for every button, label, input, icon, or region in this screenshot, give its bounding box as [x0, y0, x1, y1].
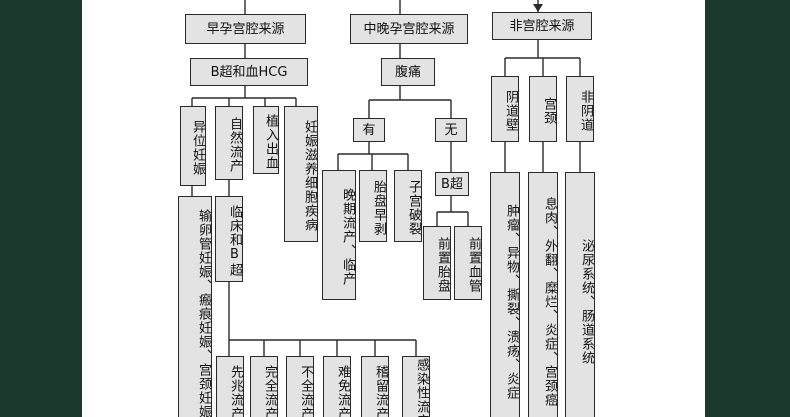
early-pregnancy-node: 早孕宫腔来源: [185, 14, 306, 44]
non-uterine-node: 非宫腔来源: [492, 12, 592, 40]
yes-node: 有: [353, 118, 385, 142]
clinical-b-node: 临床和B超: [215, 196, 243, 282]
flowchart-board: 早孕宫腔来源 中晚孕宫腔来源 非宫腔来源 B超和血HCG 腹痛 异位妊娠 自然流…: [82, 0, 705, 417]
missed-abortion-node: 稽留流产: [361, 356, 389, 417]
implant-bleeding-node: 植入出血: [253, 106, 279, 174]
vaginal-causes-node: 肿瘤、异物、撕裂、溃疡、炎症: [490, 172, 520, 417]
ectopic-node: 异位妊娠: [180, 106, 206, 186]
no-node: 无: [435, 118, 467, 142]
abdominal-pain-node: 腹痛: [381, 58, 435, 86]
ectopic-types-node: 输卵管妊娠、瘢痕妊娠、宫颈妊娠: [178, 196, 212, 417]
b-ultrasound-node: B超: [435, 172, 469, 196]
abruption-node: 胎盘早剥: [359, 170, 387, 242]
vaginal-wall-node: 阴道壁: [491, 76, 519, 142]
non-vaginal-node: 非阴道: [566, 76, 594, 142]
placenta-previa-node: 前置胎盘: [423, 226, 451, 300]
complete-abortion-node: 完全流产: [250, 356, 278, 417]
cervix-node: 宫颈: [529, 76, 557, 142]
natural-abortion-node: 自然流产: [215, 106, 243, 180]
mid-late-pregnancy-node: 中晚孕宫腔来源: [350, 14, 468, 44]
cervix-causes-node: 息肉、外翻、糜烂、炎症、宫颈癌: [528, 172, 558, 417]
rupture-node: 子宫破裂: [394, 170, 422, 242]
arrow-head-icon: [533, 4, 543, 12]
incomplete-abortion-node: 不全流产: [286, 356, 314, 417]
inevitable-abortion-node: 难免流产: [323, 356, 351, 417]
vasa-previa-node: 前置血管: [454, 226, 482, 300]
infected-abortion-node: 感染性流产: [402, 356, 430, 417]
late-abortion-node: 晚期流产、临产: [322, 170, 356, 300]
gtd-node: 妊娠滋养细胞疾病: [284, 106, 318, 242]
threatened-abortion-node: 先兆流产: [216, 356, 244, 417]
connector-lines: [191, 0, 581, 356]
non-vaginal-causes-node: 泌尿系统、肠道系统: [565, 172, 595, 417]
bhcg-node: B超和血HCG: [190, 58, 308, 86]
